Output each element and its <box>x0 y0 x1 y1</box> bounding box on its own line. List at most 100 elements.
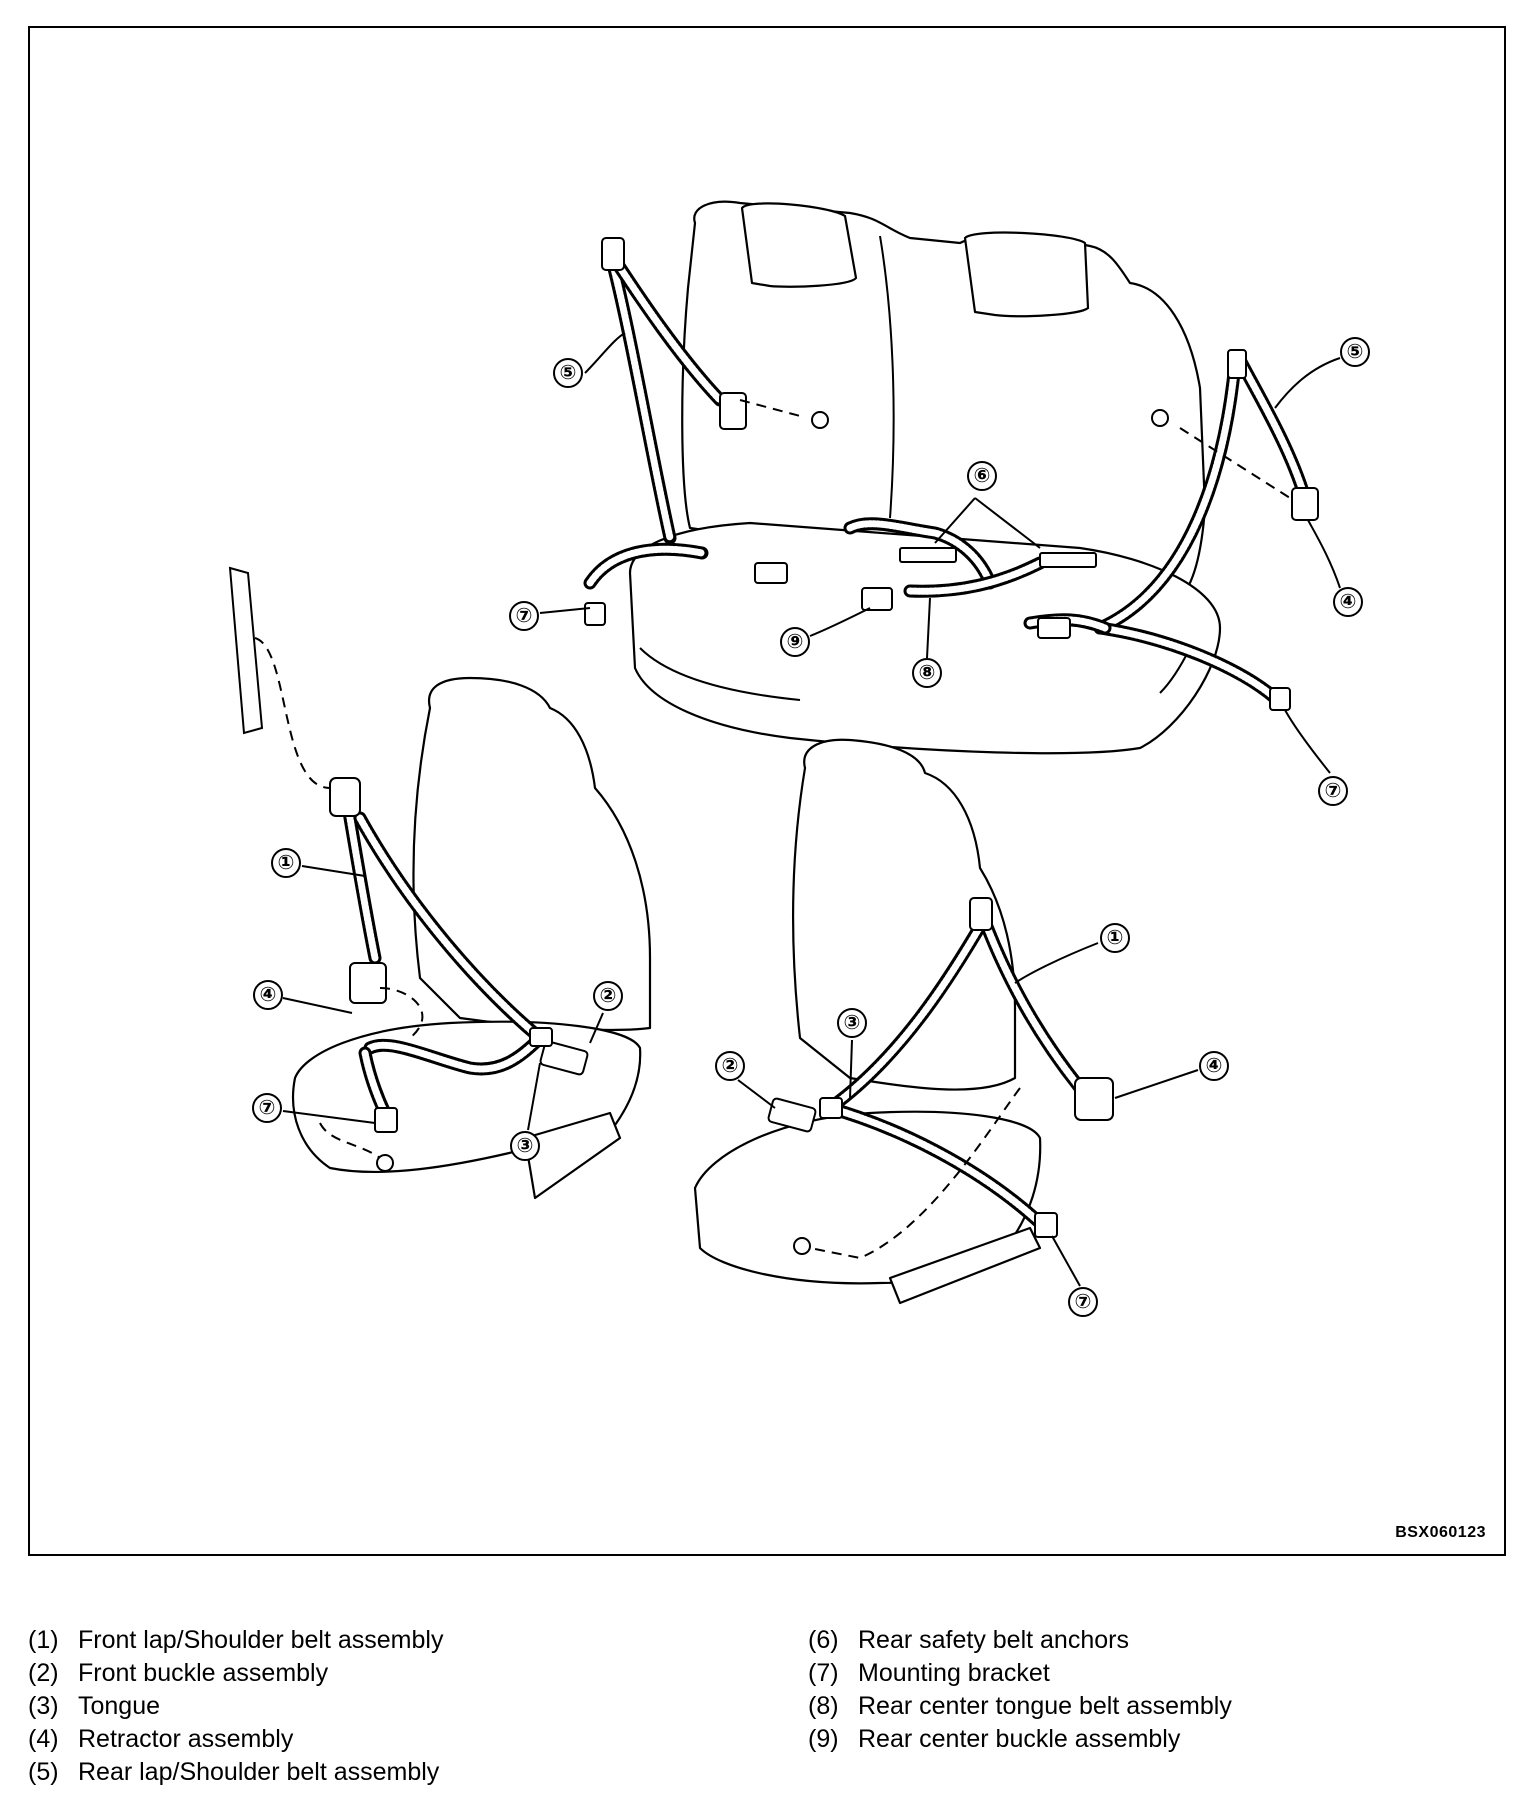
front-right-bolt-line <box>809 1087 1021 1260</box>
legend-item: (4)Retractor assembly <box>28 1723 443 1756</box>
legend-label: Rear center tongue belt assembly <box>858 1692 1232 1720</box>
callout-1-front-right <box>1100 923 1130 953</box>
callout-2-front-right <box>715 1051 745 1081</box>
front-left-bracket <box>374 1107 398 1133</box>
rear-tongue-right <box>1037 617 1071 639</box>
front-right-d-ring <box>969 897 993 931</box>
front-right-bolt <box>793 1237 811 1255</box>
front-left-height-adjuster <box>228 566 264 735</box>
rear-left-anchor <box>601 237 625 271</box>
legend-item: (1)Front lap/Shoulder belt assembly <box>28 1624 443 1657</box>
legend-label: Front buckle assembly <box>78 1659 329 1687</box>
front-right-tongue <box>819 1097 843 1119</box>
callout-4-front-left-num: ④ <box>260 984 277 1006</box>
callout-7-front-right <box>1068 1287 1098 1317</box>
legend-right: (6) Rear safety belt anchors (7) Mounting … <box>808 1624 1232 1756</box>
front-left-seat <box>228 566 652 1200</box>
rear-right-retractor <box>1291 487 1319 521</box>
rear-seat-seam <box>879 235 895 519</box>
legend-item: (8) Rear center tongue belt assembly <box>808 1690 1232 1723</box>
callout-9-num: ⑨ <box>787 631 804 653</box>
callout-4-front-left <box>253 980 283 1010</box>
front-right-bracket <box>1034 1212 1058 1238</box>
legend-label: Rear lap/Shoulder belt assembly <box>78 1758 440 1786</box>
callout-8-num: ⑧ <box>919 662 936 684</box>
callout-5-rear-left-num: ⑤ <box>560 362 577 384</box>
rear-center-buckle <box>861 587 893 611</box>
legend-item: (9) Rear center buckle assembly <box>808 1723 1232 1756</box>
rear-left-bolt <box>811 411 829 429</box>
rear-right-bolt <box>1151 409 1169 427</box>
front-left-bolt <box>376 1154 394 1172</box>
callout-4-front-right <box>1199 1051 1229 1081</box>
callout-3-front-left-num: ③ <box>517 1135 534 1157</box>
rear-bench-seat <box>628 200 1222 755</box>
front-left-d-ring <box>329 777 361 817</box>
legend-item: (2) Front buckle assembly <box>28 1657 443 1690</box>
diagram-frame: ⑤ ⑤ ⑥ ⑦ ⑨ ⑧ ④ ⑦ ① <box>28 26 1506 1556</box>
figure-code: BSX060123 <box>1395 1524 1486 1541</box>
legend-number: (2) <box>28 1659 59 1687</box>
callout-7-rear-left-num: ⑦ <box>516 605 533 627</box>
rear-right-anchor <box>1227 349 1247 379</box>
callout-2-front-left <box>593 981 623 1011</box>
callout-6-num: ⑥ <box>974 465 991 487</box>
legend-label: Rear center buckle assembly <box>858 1725 1181 1753</box>
callout-8 <box>912 658 942 688</box>
front-left-tongue <box>529 1027 553 1047</box>
callout-5-rear-right-num: ⑤ <box>1347 341 1364 363</box>
callout-5-rear-left <box>553 358 583 388</box>
legend-label: Tongue <box>78 1692 161 1720</box>
callouts: ⑤ ⑤ ⑥ ⑦ ⑨ ⑧ ④ ⑦ ① <box>252 332 1370 1317</box>
rear-left-retractor <box>719 392 747 430</box>
legend-label: Rear safety belt anchors <box>858 1626 1129 1654</box>
front-left-seat-side <box>523 1111 622 1200</box>
rear-right-headrest <box>963 231 1090 318</box>
front-left-seat-back <box>412 676 652 1032</box>
callout-4-front-right-num: ④ <box>1206 1055 1223 1077</box>
legend-number: (8) <box>808 1692 839 1720</box>
legend-label: Mounting bracket <box>858 1659 1050 1687</box>
front-left-retractor <box>349 962 387 1004</box>
seatbelt-illustration: ⑤ ⑤ ⑥ ⑦ ⑨ ⑧ ④ ⑦ ① <box>228 200 1370 1317</box>
front-right-buckle <box>767 1097 817 1133</box>
front-left-retractor-line <box>379 987 424 1039</box>
rear-cushion-edge <box>639 647 801 701</box>
rear-right-bolt-line <box>1179 427 1291 499</box>
callout-7-front-right-num: ⑦ <box>1075 1291 1092 1313</box>
callout-9 <box>780 627 810 657</box>
legend-item: (5)Rear lap/Shoulder belt assembly <box>28 1756 443 1789</box>
legend-number: (6) <box>808 1626 839 1654</box>
rear-anchor-plate-left <box>899 547 957 563</box>
legend-number: (7) <box>808 1659 839 1687</box>
legend-item: (3) Tongue <box>28 1690 443 1723</box>
front-left-buckle <box>539 1040 589 1076</box>
rear-left-bolt-line <box>739 399 801 417</box>
legend-number: (9) <box>808 1725 839 1753</box>
callout-4-rear-num: ④ <box>1340 591 1357 613</box>
rear-left-bracket <box>584 602 606 626</box>
callout-3-front-left <box>510 1131 540 1161</box>
rear-tongue-left <box>754 562 788 584</box>
front-left-bolt-line <box>319 1122 381 1159</box>
front-left-adjuster-line <box>254 637 331 789</box>
legend-label: Retractor assembly <box>78 1725 294 1753</box>
legend-number: (3) <box>28 1692 59 1720</box>
callout-1-front-left <box>271 848 301 878</box>
front-right-seat <box>693 738 1114 1305</box>
callout-1-front-right-num: ① <box>1107 927 1124 949</box>
callout-7-front-left-num: ⑦ <box>259 1097 276 1119</box>
callout-7-rear-right <box>1318 776 1348 806</box>
callout-6 <box>967 461 997 491</box>
rear-left-headrest <box>740 202 858 288</box>
front-right-seat-side <box>888 1226 1042 1305</box>
legend-item: (7) Mounting bracket <box>808 1657 1232 1690</box>
legend-item: (6) Rear safety belt anchors <box>808 1624 1232 1657</box>
callout-3-front-right-num: ③ <box>844 1012 861 1034</box>
callout-2-front-right-num: ② <box>722 1055 739 1077</box>
callout-4-rear <box>1333 587 1363 617</box>
callout-7-rear-right-num: ⑦ <box>1325 780 1342 802</box>
legend-label: Front lap/Shoulder belt assembly <box>78 1626 444 1654</box>
callout-2-front-left-num: ② <box>600 985 617 1007</box>
callout-3-front-right <box>837 1008 867 1038</box>
